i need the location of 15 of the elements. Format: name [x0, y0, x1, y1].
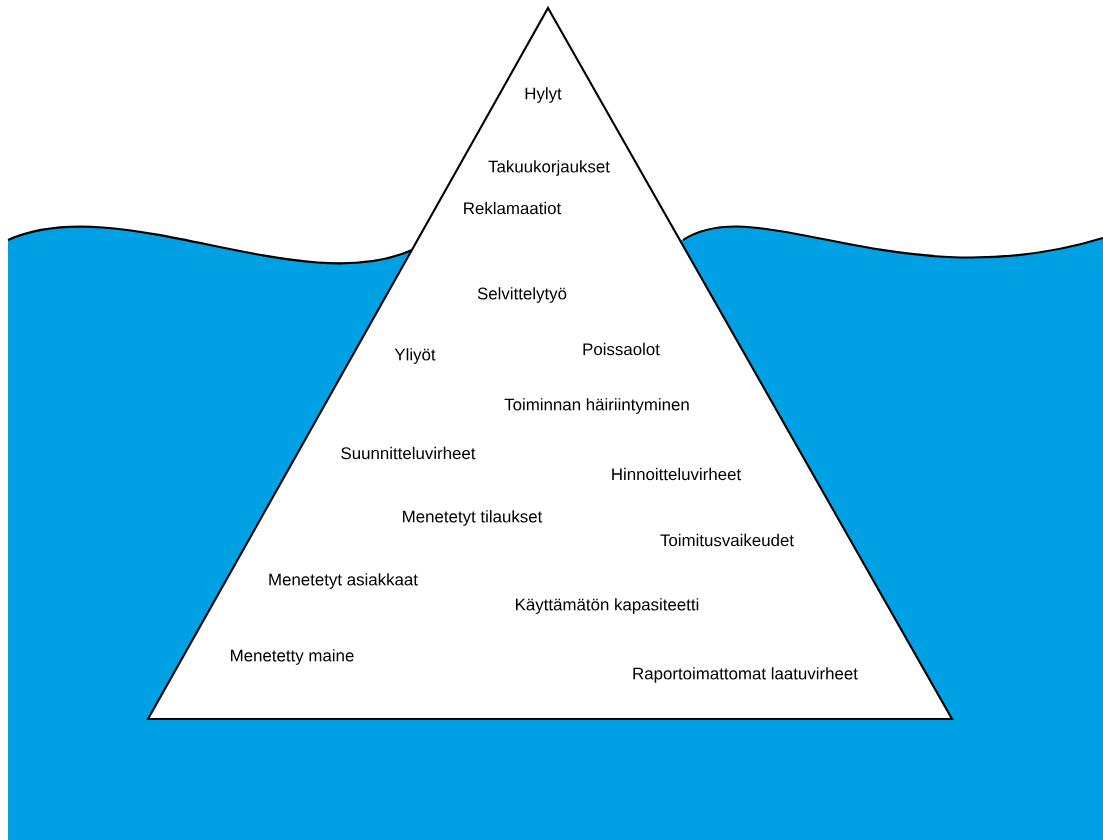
iceberg-label: Raportoimattomat laatuvirheet: [633, 667, 858, 683]
iceberg-label: Käyttämätön kapasiteetti: [516, 598, 699, 614]
iceberg-label: Menetetyt tilaukset: [403, 510, 543, 526]
iceberg-label: Hinnoitteluvirheet: [612, 467, 741, 481]
iceberg-label: Poissaolot: [583, 342, 660, 356]
iceberg-label: Menetetty maine: [231, 649, 354, 665]
iceberg-label: Selvittelytyö: [477, 287, 567, 303]
iceberg-label: Suunnitteluvirheet: [341, 446, 476, 460]
iceberg-label: Menetetyt asiakkaat: [269, 573, 418, 589]
iceberg-label: Takuukorjaukset: [488, 160, 610, 176]
iceberg-label: Reklamaatiot: [464, 201, 562, 215]
iceberg-label: Toiminnan häiriintyminen: [504, 398, 689, 414]
iceberg-label: Yliyöt: [394, 348, 436, 364]
iceberg-label: Toimitusvaikeudet: [660, 533, 794, 547]
iceberg-label: Hylyt: [525, 87, 562, 103]
